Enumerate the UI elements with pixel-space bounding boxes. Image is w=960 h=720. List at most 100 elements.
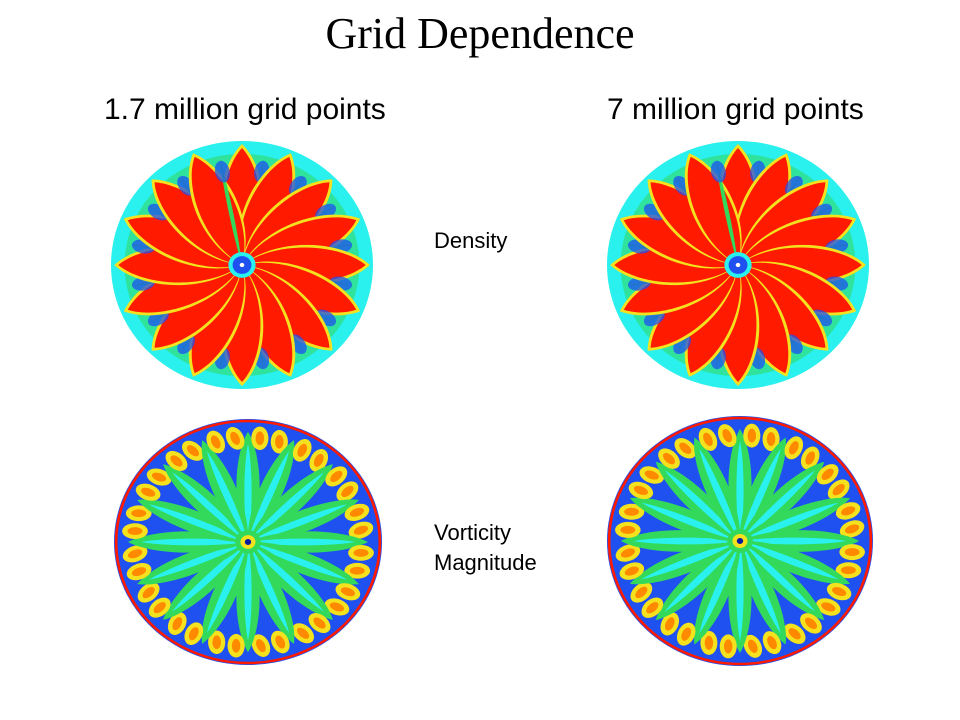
vorticity-rim-blob-core [832, 587, 847, 597]
vorticity-blade-core [244, 542, 252, 641]
vorticity-rim-blob-core [349, 566, 365, 575]
vorticity-blade-core [740, 541, 781, 634]
vorticity-blade-core [244, 443, 252, 542]
vorticity-rim-blob-core [212, 635, 221, 650]
vorticity-blade-core [172, 472, 248, 542]
vorticity-blade-core [740, 502, 839, 541]
density-plot-coarse-grid [111, 141, 373, 389]
vorticity-rim-blob-core [131, 509, 147, 518]
vorticity-blade-core [148, 504, 248, 542]
vorticity-rim-blob-core [172, 617, 183, 631]
vorticity-rim-blob-core [840, 566, 856, 575]
density-field [111, 141, 373, 389]
column-heading-coarse-grid: 1.7 million grid points [104, 93, 386, 126]
vorticity-rim-blob-core [747, 428, 757, 443]
vorticity-rim-blob-core [296, 627, 310, 639]
vorticity-rim-blob-core [186, 445, 200, 457]
vorticity-rim-blob-core [633, 485, 648, 495]
row-label-density: Density [434, 226, 507, 256]
vorticity-core-center [244, 539, 252, 545]
vorticity-rim-blob-core [664, 617, 675, 631]
vorticity-rim-blob-core [644, 470, 659, 480]
vorticity-rim-blob-core [620, 525, 636, 534]
density-streak [219, 159, 242, 265]
vorticity-blade-core [248, 472, 324, 542]
vorticity-blade-core [248, 504, 348, 542]
vorticity-core-center [736, 538, 744, 544]
vorticity-rim-blob-core [131, 567, 147, 577]
density-lobe [710, 160, 726, 183]
vorticity-rim-blob-core [275, 635, 286, 649]
vorticity-plot-coarse-grid [114, 419, 382, 665]
vorticity-rim-blob-core [127, 527, 143, 536]
density-petal [687, 156, 741, 265]
vorticity-blade-core [641, 541, 740, 580]
vorticity-rim-blob-core [142, 586, 155, 599]
vorticity-rim-blob-core [788, 441, 799, 455]
vorticity-blade-core [740, 541, 839, 580]
vorticity-rim-blob-core [188, 627, 199, 641]
vorticity-blade-core [633, 537, 740, 545]
vorticity-rim-blob-core [255, 639, 266, 653]
density-streak [715, 159, 738, 265]
vorticity-rim [607, 416, 873, 666]
vorticity-rim-blob-core [804, 617, 818, 630]
vorticity-rim-blob-core [353, 548, 369, 557]
vorticity-rim-blob-core [330, 470, 343, 482]
density-plot-fine-grid [607, 141, 869, 389]
vorticity-rim-blob-core [788, 628, 801, 640]
vorticity-field [114, 419, 382, 665]
density-lobe [214, 160, 230, 183]
vorticity-rim-blob-core [844, 524, 860, 534]
vorticity-rim-blob-core [170, 455, 183, 467]
vorticity-rim-blob-core [679, 442, 692, 454]
vorticity-blade-core [140, 538, 248, 546]
vorticity-rim-blob-core [767, 635, 777, 650]
vorticity-rim-blob-core [703, 432, 713, 447]
vorticity-field [607, 416, 873, 666]
vorticity-blade-core [740, 541, 816, 612]
vorticity-blade-core [248, 542, 324, 612]
vorticity-plot-fine-grid [607, 416, 873, 666]
row-label-vorticity-line-2: Magnitude [434, 550, 537, 575]
vorticity-blade-core [172, 542, 248, 612]
vorticity-rim-blob-core [620, 548, 636, 558]
vorticity-rim-blob-core [723, 639, 733, 654]
vorticity-blade-core [736, 541, 744, 641]
density-core-center [735, 262, 741, 268]
row-label-vorticity-magnitude: Vorticity Magnitude [434, 518, 537, 578]
vorticity-rim-blob-core [624, 507, 640, 516]
vorticity-rim-blob-core [681, 627, 692, 641]
vorticity-rim-blob-core [747, 639, 758, 653]
vorticity-rim-blob-core [231, 638, 241, 653]
row-label-vorticity-line-1: Vorticity [434, 520, 512, 545]
vorticity-rim-blob-core [646, 602, 659, 614]
vorticity-blade-core [248, 451, 290, 542]
vorticity-blade-core [248, 542, 290, 633]
vorticity-rim-blob-core [722, 429, 733, 443]
vorticity-blade-core [740, 537, 847, 545]
vorticity-rim-blob-core [329, 602, 345, 612]
vorticity-rim-blob-core [127, 549, 143, 559]
vorticity-rim-blob-core [341, 485, 354, 498]
vorticity-rim [114, 419, 382, 665]
vorticity-rim-blob-core [832, 483, 845, 496]
vorticity-rim-blob-core [821, 602, 836, 612]
vorticity-rim-blob-core [624, 566, 639, 576]
vorticity-blade-core [740, 470, 816, 541]
vorticity-rim-blob-core [766, 432, 776, 447]
slide-title: Grid Dependence [325, 9, 635, 58]
vorticity-blade-core [664, 541, 740, 612]
vorticity-blade-core [148, 542, 248, 580]
vorticity-rim-blob-core [210, 435, 221, 449]
vorticity-rim-blob-core [275, 434, 284, 449]
density-core-center [239, 262, 245, 268]
vorticity-blade-core [641, 502, 740, 541]
vorticity-rim-blob-core [805, 451, 816, 465]
vorticity-rim-blob-core [313, 453, 324, 467]
vorticity-rim-blob-core [255, 431, 265, 446]
vorticity-rim-blob-core [821, 468, 834, 480]
vorticity-blade-core [248, 542, 348, 580]
vorticity-blade-core [740, 448, 781, 541]
row-label-density-line: Density [434, 228, 508, 253]
